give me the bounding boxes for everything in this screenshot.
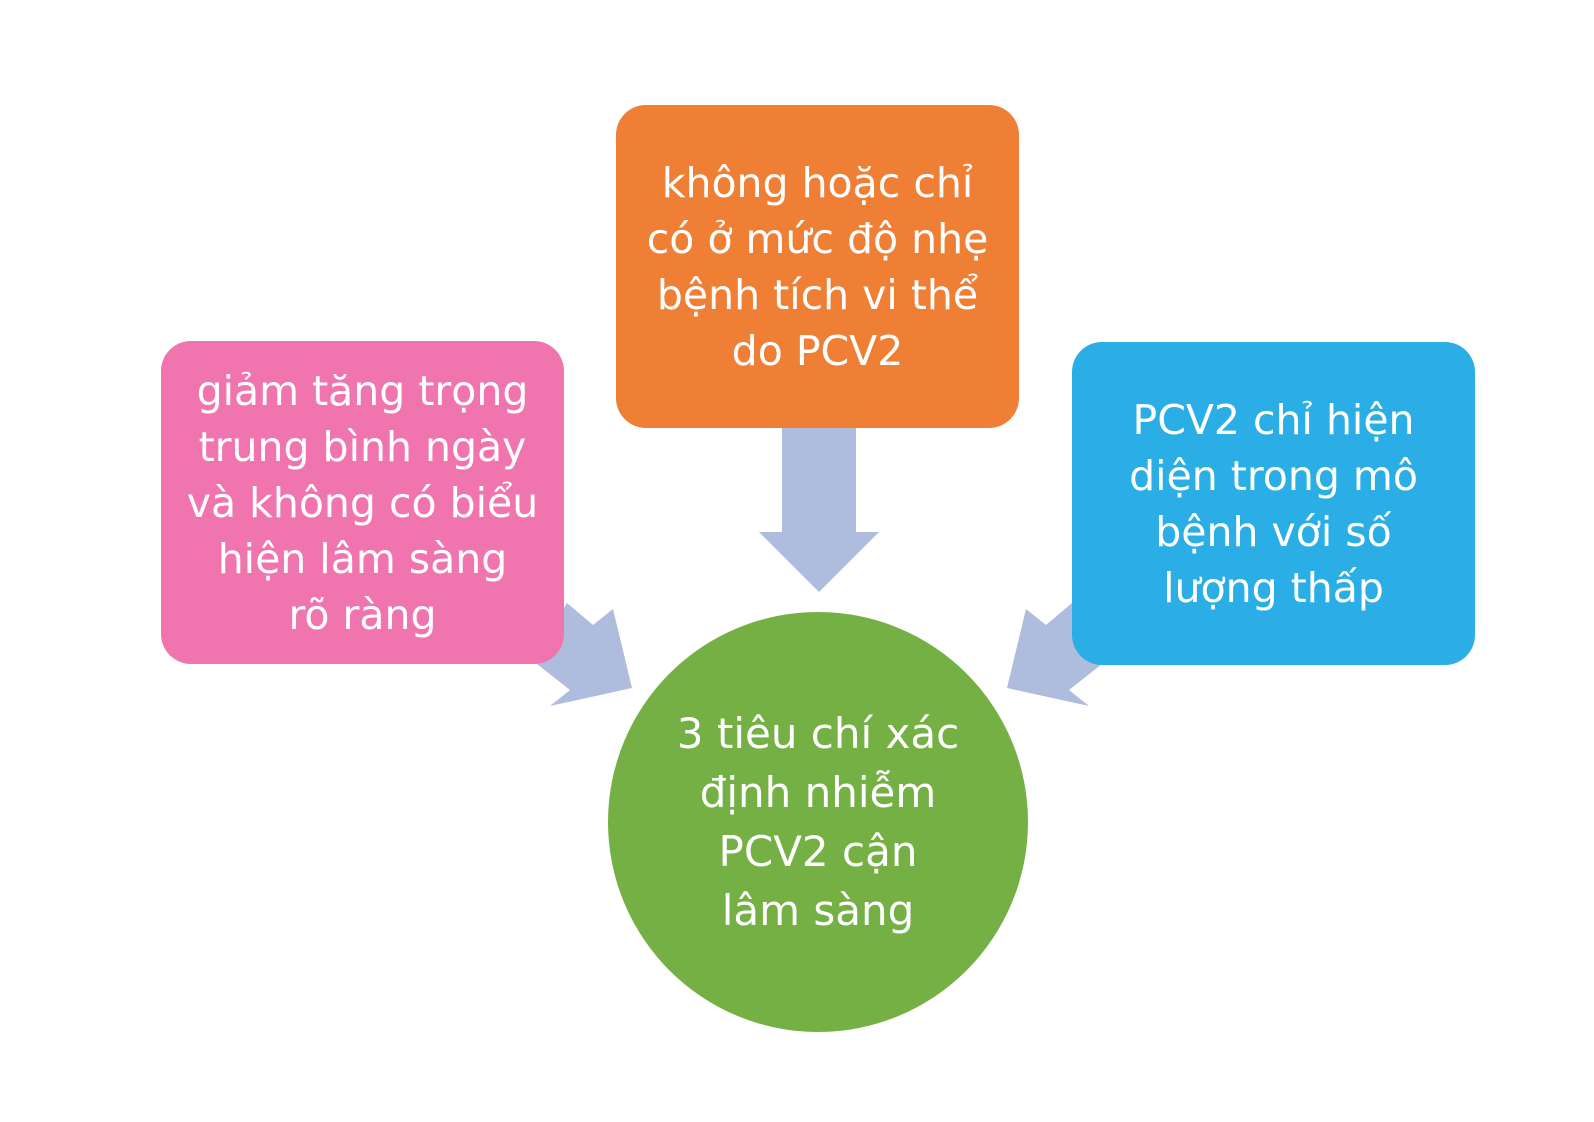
arrow-down: [759, 428, 879, 592]
criterion-box-pcv2-presence: PCV2 chỉ hiện diện trong mô bệnh với số …: [1072, 342, 1475, 665]
criterion-box-lesions: không hoặc chỉ có ở mức độ nhẹ bệnh tích…: [616, 105, 1019, 428]
criterion-box-weight-gain: giảm tăng trọng trung bình ngày và không…: [161, 341, 564, 664]
center-circle: 3 tiêu chí xác định nhiễm PCV2 cận lâm s…: [608, 612, 1028, 1032]
